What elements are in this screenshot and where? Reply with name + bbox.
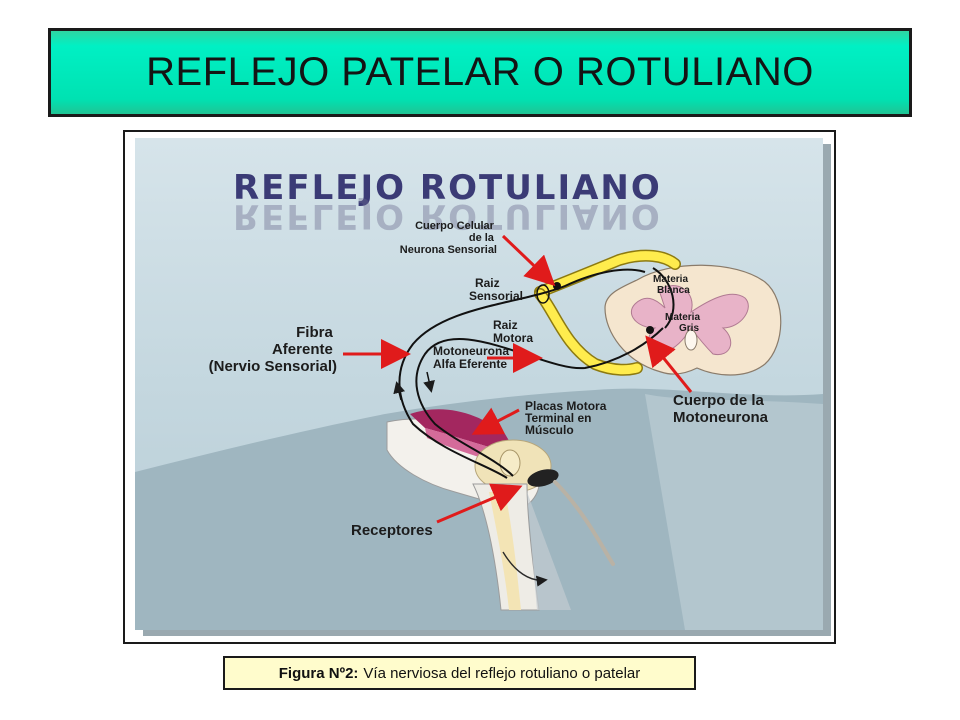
motoneuron-cell-body (646, 326, 654, 334)
pointer-placas (471, 407, 520, 435)
label-materia-blanca: Materia Blanca (653, 274, 691, 296)
central-canal (684, 329, 698, 351)
figure-frame: REFLEJO ROTULIANO REFLEJO ROTULIANO (123, 130, 836, 644)
reflex-hammer-head (527, 469, 559, 487)
label-raiz-sensorial: Raiz Sensorial (469, 276, 523, 303)
quadriceps-muscle (410, 409, 517, 454)
efferent-fiber (415, 327, 664, 477)
pointer-cuerpo-motoneurona (645, 335, 693, 393)
efferent-direction-arrow (423, 371, 435, 393)
label-materia-gris: Materia Gris (665, 312, 703, 334)
hill-highlight (645, 394, 823, 630)
slide-title-bar: REFLEJO PATELAR O ROTULIANO (48, 28, 912, 117)
synapse-fiber (652, 267, 675, 329)
label-raiz-motora: Raiz Motora (493, 318, 533, 345)
hill-shape (135, 388, 823, 630)
diagram-heading-reflection: REFLEJO ROTULIANO (233, 196, 662, 236)
afferent-fiber (398, 268, 646, 479)
caption-text: Vía nerviosa del reflejo rotuliano o pat… (363, 664, 641, 682)
caption-bold: Figura Nº2: (278, 664, 359, 682)
pointer-cuerpo-celular (501, 234, 556, 287)
label-placas-motora: Placas Motora Terminal en Músculo (525, 399, 610, 437)
label-cuerpo-celular: Cuerpo Celular de la Neurona Sensorial (400, 220, 497, 256)
sensory-cell-body (553, 282, 561, 290)
label-motoneurona-alfa: Motoneurona Alfa Eferente (433, 344, 512, 371)
afferent-direction-arrow (393, 381, 406, 401)
reflex-hammer-handle (553, 480, 615, 566)
label-receptores: Receptores (351, 522, 433, 539)
pointer-receptores (436, 483, 523, 524)
figure-caption: Figura Nº2: Vía nerviosa del reflejo rot… (223, 656, 696, 690)
motor-root (535, 289, 642, 375)
label-fibra-aferente: Fibra Aferente (Nervio Sensorial) (209, 324, 337, 375)
diagram-heading: REFLEJO ROTULIANO (233, 168, 662, 208)
label-cuerpo-motoneurona: Cuerpo de la Motoneurona (673, 392, 769, 426)
leg-kick-arrow (502, 551, 548, 587)
slide-title: REFLEJO PATELAR O ROTULIANO (146, 50, 814, 94)
tibia (489, 492, 521, 610)
reflex-diagram: REFLEJO ROTULIANO REFLEJO ROTULIANO (135, 138, 831, 636)
sensory-root (535, 251, 680, 297)
